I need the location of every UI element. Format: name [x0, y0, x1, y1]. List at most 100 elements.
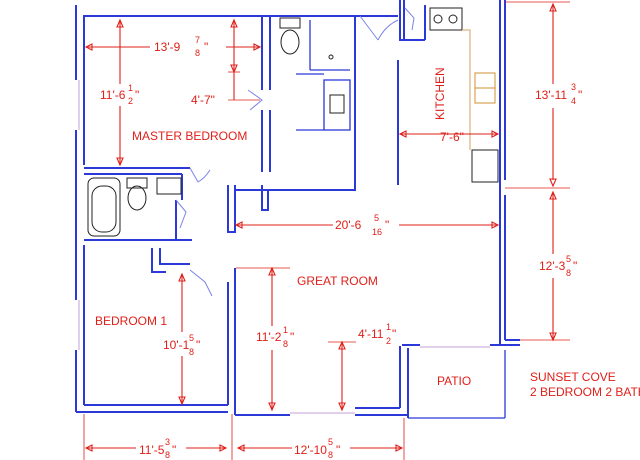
dim-tail: ": [204, 40, 208, 54]
room-label-patio: PATIO: [437, 374, 471, 388]
dim-tail: ": [573, 259, 577, 273]
arrow: [84, 444, 93, 452]
room-label-master-bedroom: MASTER BEDROOM: [132, 129, 247, 143]
dim-label-great-depth: 11'-2 1 8 ": [254, 325, 300, 350]
toilet-master: [280, 29, 300, 55]
door-entry: [359, 15, 399, 41]
arrow: [84, 43, 93, 51]
arrow: [549, 178, 557, 188]
arrow: [230, 18, 238, 28]
dim-den: 8: [566, 268, 571, 278]
dim-den: 2: [128, 96, 133, 106]
dim-num: 1: [283, 325, 288, 335]
dim-tail: ": [196, 338, 200, 352]
label-bg: [537, 254, 587, 278]
dim-whole: 13'-11: [535, 88, 567, 102]
vanity-box: [323, 79, 351, 131]
arrow: [236, 444, 245, 452]
door-master-closet: [247, 89, 263, 111]
wall-kitchen-top-stub: [399, 0, 405, 41]
arrow: [491, 130, 500, 138]
dim-whole: 11'-5: [139, 443, 165, 457]
toilet-master-tank: [279, 17, 301, 29]
tub-bath2: [87, 177, 121, 237]
stove: [429, 7, 463, 31]
arrow: [116, 18, 124, 28]
toilet-bath2: [127, 185, 147, 211]
sink-master: [329, 94, 345, 114]
arrow: [178, 272, 186, 282]
label-bg: [356, 322, 402, 346]
arrow: [268, 266, 276, 276]
dim-whole: 11'-6: [100, 88, 126, 102]
dim-whole: 11'-2: [256, 330, 282, 344]
wall-bath-right: [235, 16, 356, 191]
door-bath2: [175, 199, 187, 229]
dim-label-master-depth: 11'-6 1 2 ": [98, 83, 144, 106]
dim-tail: ": [578, 88, 582, 102]
arrow: [230, 64, 238, 74]
burner-left: [433, 14, 443, 24]
arrow: [253, 43, 262, 51]
label-bg: [254, 326, 300, 350]
arrow: [549, 190, 557, 200]
arrow: [491, 221, 500, 229]
fixtures: [87, 7, 499, 237]
dim-tail: ": [172, 443, 176, 457]
refrigerator: [471, 149, 499, 183]
sink-bath2: [156, 177, 182, 195]
dim-den: 8: [189, 347, 194, 357]
arrow: [268, 402, 276, 412]
wall-hall-left: [227, 185, 236, 233]
arrow: [234, 221, 243, 229]
dim-label-bedroom1-width: 11'-5 3 8 ": [136, 437, 186, 460]
arrow: [398, 130, 407, 138]
dim-label-patio-depth: 4'-11 1 2 ": [356, 322, 402, 346]
dim-whole: 20'-6: [335, 218, 362, 232]
shower-drain: [328, 54, 334, 60]
label-bg: [150, 34, 226, 56]
tub-bath2-inner: [91, 185, 117, 233]
door-pantry: [404, 7, 415, 31]
dim-den: 8: [283, 339, 288, 349]
dim-tail: ": [385, 218, 389, 232]
wall-top-master: [83, 15, 360, 20]
label-bg: [533, 84, 587, 108]
room-label-great-room: GREAT ROOM: [297, 274, 378, 288]
dim-label-kitchen-width: 7'-6": [440, 130, 464, 144]
room-label-kitchen: KITCHEN: [433, 67, 447, 120]
dim-whole: 10'-1: [163, 338, 190, 352]
room-label-bedroom-1: BEDROOM 1: [95, 314, 167, 328]
dim-num: 5: [189, 333, 194, 343]
burner-right: [448, 14, 458, 24]
dim-label-kitchen-depth: 13'-11 3 4 ": [533, 82, 587, 108]
label-bg: [160, 332, 210, 356]
door-bedroom1: [189, 269, 213, 297]
dim-whole: 4'-11: [358, 327, 384, 341]
dim-num: 3: [165, 437, 170, 447]
dim-label-master-width: 13'-9 7 8 ": [150, 34, 226, 58]
arrow: [549, 2, 557, 12]
door-master-bedroom: [189, 167, 211, 183]
dim-label-bedroom1-depth: 10'-1 5 8 ": [160, 332, 210, 357]
dim-den: 4: [571, 96, 576, 106]
walls: [75, 0, 520, 419]
dimension-lines: [83, 1, 570, 460]
dim-num: 7: [195, 35, 200, 45]
arrow: [338, 340, 346, 350]
dim-tail: ": [135, 88, 139, 102]
dim-label-great-width: 20'-6 5 16 ": [333, 212, 399, 238]
dim-num: 5: [566, 254, 571, 264]
arrow: [116, 157, 124, 167]
doors: [175, 7, 415, 297]
dim-whole: 12'-3: [539, 259, 566, 273]
dim-den: 8: [165, 450, 170, 460]
label-bg: [292, 438, 350, 460]
dim-den: 8: [195, 48, 200, 58]
dim-num: 1: [128, 83, 133, 93]
wall-closet-inner: [159, 248, 190, 265]
wall-closet-bedroom1: [151, 248, 166, 273]
plan-title: SUNSET COVE 2 BEDROOM 2 BATH: [530, 370, 640, 399]
arrow: [219, 444, 228, 452]
